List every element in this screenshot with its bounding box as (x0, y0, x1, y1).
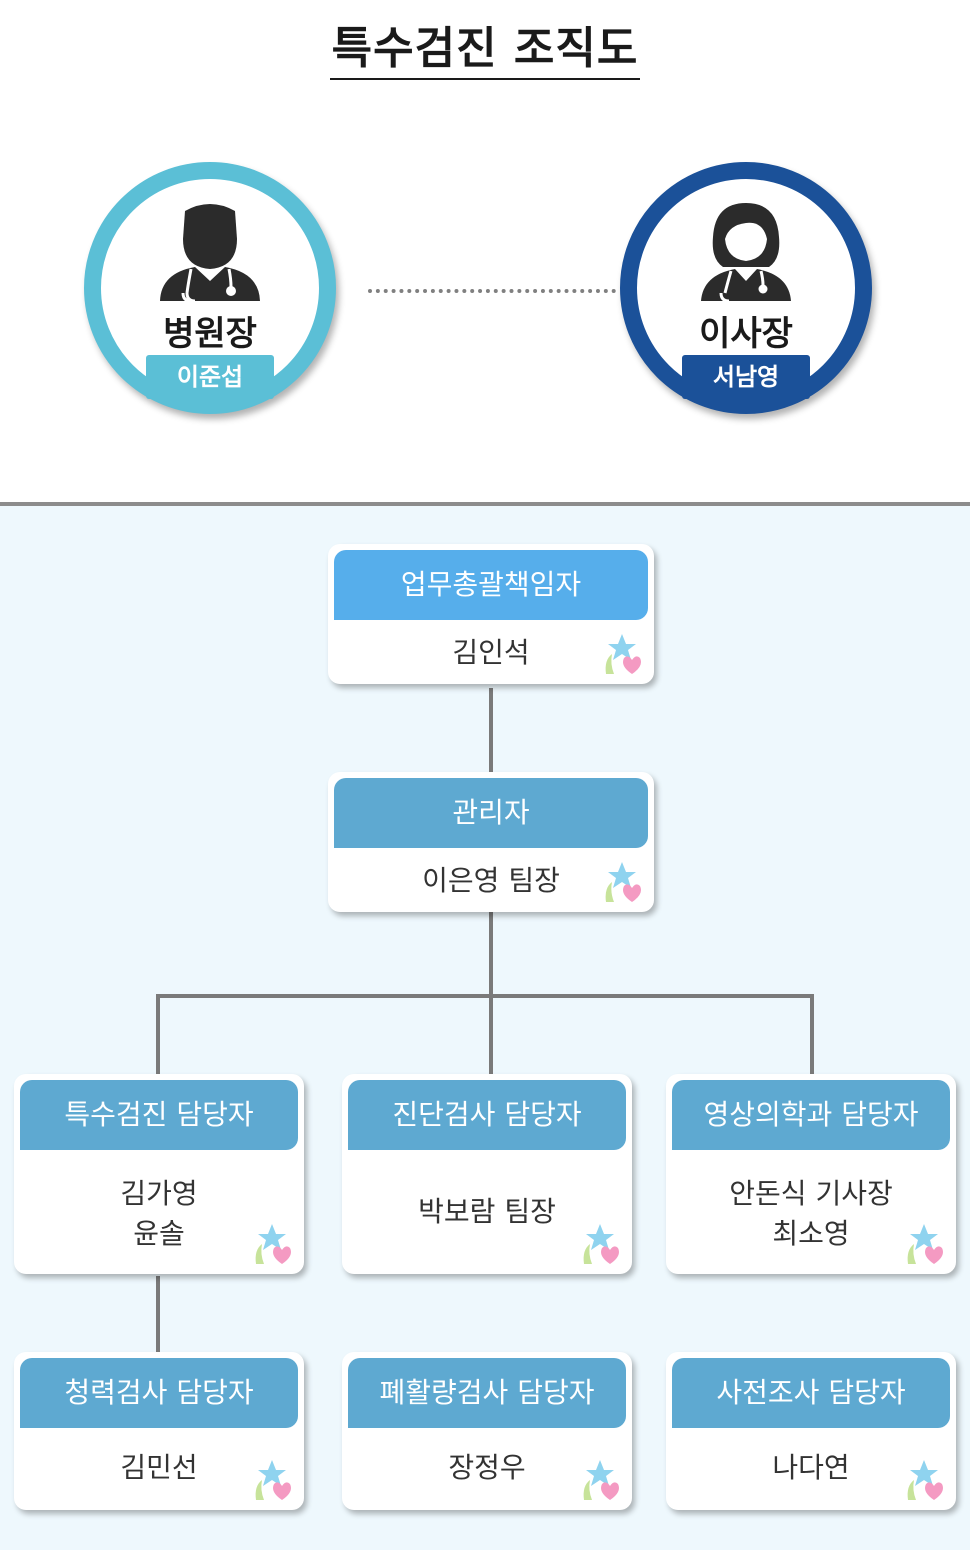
org-node-preexam: 사전조사 담당자 나다연 (666, 1352, 956, 1510)
org-node-admin: 관리자 이은영 팀장 (328, 772, 654, 912)
node-title: 영상의학과 담당자 (672, 1080, 950, 1150)
node-title: 폐활량검사 담당자 (348, 1358, 626, 1428)
node-title: 청력검사 담당자 (20, 1358, 298, 1428)
flower-heart-icon (255, 1224, 291, 1264)
org-node-special-exam: 특수검진 담당자 김가영 윤솔 (14, 1074, 304, 1274)
node-name: 나다연 (772, 1451, 850, 1484)
node-names: 김인석 (328, 620, 654, 684)
node-name: 이은영 팀장 (422, 864, 560, 897)
node-names: 김민선 (14, 1428, 304, 1510)
node-title: 업무총괄책임자 (334, 550, 648, 620)
node-names: 김가영 윤솔 (14, 1174, 304, 1274)
node-names: 나다연 (666, 1428, 956, 1510)
node-title: 사전조사 담당자 (672, 1358, 950, 1428)
node-title: 특수검진 담당자 (20, 1080, 298, 1150)
flower-heart-icon (583, 1460, 619, 1500)
section-divider (0, 502, 970, 506)
flower-heart-icon (907, 1460, 943, 1500)
page-title: 특수검진 조직도 (0, 12, 970, 80)
node-names: 이은영 팀장 (328, 848, 654, 912)
flower-heart-icon (907, 1224, 943, 1264)
connector-line (156, 994, 160, 1076)
node-name: 안돈식 기사장 (729, 1177, 893, 1210)
node-names: 안돈식 기사장 최소영 (666, 1174, 956, 1274)
flower-heart-icon (255, 1460, 291, 1500)
leader-name-tag: 이준섭 (146, 355, 274, 399)
leader-role: 이사장 (699, 314, 793, 354)
doctor-male-icon (160, 204, 260, 301)
node-name: 윤솔 (133, 1217, 185, 1250)
node-names: 장정우 (342, 1428, 632, 1510)
node-name: 김인석 (452, 636, 530, 669)
node-title: 관리자 (334, 778, 648, 848)
connector-line (156, 1276, 160, 1354)
org-node-diagnostic: 진단검사 담당자 박보람 팀장 (342, 1074, 632, 1274)
connector-line (810, 994, 814, 1076)
org-node-head: 업무총괄책임자 김인석 (328, 544, 654, 684)
node-name: 김민선 (120, 1451, 198, 1484)
org-node-lung: 폐활량검사 담당자 장정우 (342, 1352, 632, 1510)
node-name: 장정우 (448, 1451, 526, 1484)
node-title: 진단검사 담당자 (348, 1080, 626, 1150)
node-name: 최소영 (772, 1217, 850, 1250)
leader-name-tag: 서남영 (682, 355, 810, 399)
flower-heart-icon (605, 634, 641, 674)
node-name: 김가영 (120, 1177, 198, 1210)
flower-heart-icon (605, 862, 641, 902)
doctor-female-icon (701, 203, 791, 301)
node-names: 박보람 팀장 (342, 1192, 632, 1274)
org-node-hearing: 청력검사 담당자 김민선 (14, 1352, 304, 1510)
org-node-radiology: 영상의학과 담당자 안돈식 기사장 최소영 (666, 1074, 956, 1274)
chairman-circle: 이사장 서남영 (620, 162, 872, 414)
hospital-director-circle: 병원장 이준섭 (84, 162, 336, 414)
flower-heart-icon (583, 1224, 619, 1264)
connector-line (489, 688, 493, 774)
leader-role: 병원장 (163, 314, 257, 354)
node-name: 박보람 팀장 (418, 1195, 556, 1228)
dotted-connector (368, 289, 616, 293)
connector-line (156, 994, 814, 998)
